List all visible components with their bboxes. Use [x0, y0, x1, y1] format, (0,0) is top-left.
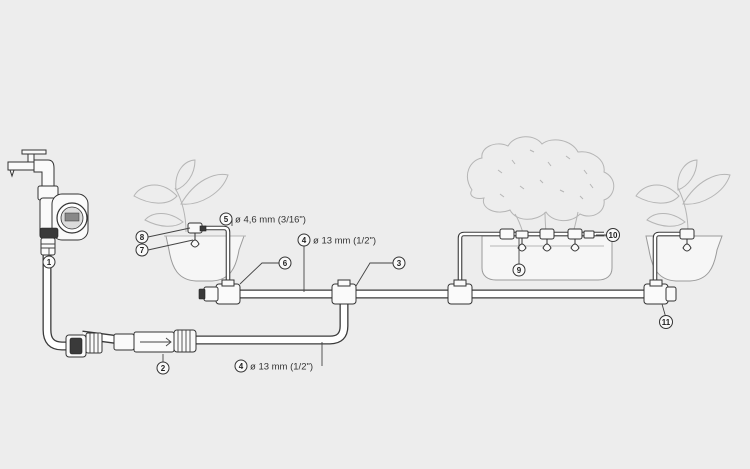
right-potted-plant [635, 159, 731, 282]
hose-connector-icon [65, 332, 103, 358]
callout-6: 6 [278, 256, 292, 270]
svg-text:7: 7 [140, 246, 145, 255]
svg-text:1: 1 [47, 258, 52, 267]
end-plug-icon [643, 279, 677, 305]
t-piece-middle [331, 279, 357, 305]
tap-icon [7, 149, 55, 187]
dripper-icon-right [679, 228, 695, 252]
callout-4-upper: 4 ø 13 mm (1/2") [297, 233, 376, 247]
callout-7: 7 [135, 243, 149, 257]
callout-3: 3 [392, 256, 406, 270]
svg-text:2: 2 [161, 364, 166, 373]
callout-9: 9 [512, 263, 526, 277]
main-pipe-13mm [81, 289, 665, 345]
callout-5: 5 ø 4,6 mm (3/16") [219, 212, 306, 226]
svg-text:6: 6 [283, 259, 288, 268]
svg-text:4: 4 [239, 362, 244, 371]
t-piece-planter [447, 279, 473, 305]
svg-text:10: 10 [609, 231, 618, 240]
planter-drippers [499, 228, 595, 252]
main-pipe-lower-label: ø 13 mm (1/2") [250, 362, 313, 373]
svg-text:9: 9 [517, 266, 522, 275]
quick-connector-with-adapter [113, 329, 197, 353]
main-pipe-upper-label: ø 13 mm (1/2") [313, 236, 376, 247]
leader-lines [48, 219, 667, 368]
supply-tubes-4-6mm [200, 225, 684, 292]
water-timer-icon [37, 185, 89, 256]
t-piece-left [198, 279, 241, 305]
dripper-icon-left [187, 222, 207, 248]
svg-text:5: 5 [224, 215, 229, 224]
svg-text:8: 8 [140, 233, 145, 242]
svg-text:3: 3 [397, 259, 402, 268]
svg-text:11: 11 [662, 318, 671, 327]
left-potted-plant [133, 159, 246, 282]
callout-10: 10 [606, 228, 620, 242]
callout-4-lower: 4 ø 13 mm (1/2") [234, 359, 313, 373]
planter-box-with-shrub [467, 136, 615, 281]
supply-hose [42, 255, 82, 351]
svg-text:4: 4 [302, 236, 307, 245]
callout-1: 1 [42, 255, 56, 269]
callout-8: 8 [135, 230, 149, 244]
supply-tube-label: ø 4,6 mm (3/16") [235, 215, 306, 226]
callout-11: 11 [659, 315, 673, 329]
callout-2: 2 [156, 361, 170, 375]
